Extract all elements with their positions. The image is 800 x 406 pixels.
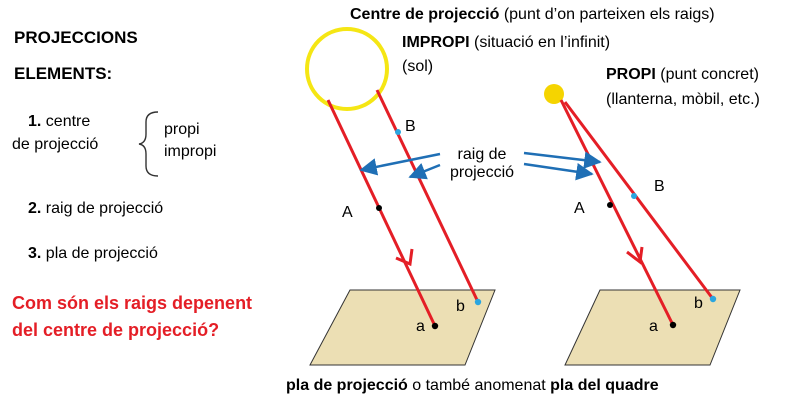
- bottom-caption: pla de projecció o també anomenat pla de…: [286, 377, 659, 395]
- item-3-number: 3.: [28, 245, 42, 262]
- item-1-text-line1: centre: [45, 113, 91, 130]
- item-1-number: 1.: [28, 113, 42, 130]
- plane-right: [564, 289, 741, 366]
- item-2-number: 2.: [28, 200, 42, 217]
- option-impropi: impropi: [164, 143, 217, 160]
- letter-b-left: b: [456, 298, 465, 315]
- item-2-text: raig de projecció: [45, 200, 164, 217]
- proper-label-bold: PROPI: [606, 66, 656, 83]
- item-3: 3. pla de projecció: [28, 245, 158, 263]
- lamp-icon: [544, 84, 564, 104]
- panel-title: PROJECCIONS: [14, 28, 138, 47]
- point-B-left: [395, 129, 401, 135]
- bottom-caption-bold2: pla del quadre: [550, 377, 659, 394]
- arrow-to-ray-1: [359, 152, 441, 176]
- proper-example: (llanterna, mòbil, etc.): [606, 91, 760, 108]
- brace-icon: [138, 111, 159, 177]
- question-line1: Com són els raigs depenent: [12, 293, 253, 313]
- ray-left-b: [375, 89, 480, 303]
- question-line2: del centre de projecció?: [12, 320, 220, 340]
- question-text: Com són els raigs depenent del centre de…: [12, 290, 302, 344]
- point-A-right: [607, 202, 613, 208]
- top-label-bold: Centre de projecció: [350, 6, 500, 23]
- letter-B-right: B: [654, 178, 665, 195]
- point-a-left: [431, 322, 439, 330]
- letter-A-left: A: [342, 204, 353, 221]
- ray-right-a: [559, 99, 675, 326]
- top-label: Centre de projecció (punt d’on parteixen…: [350, 6, 715, 24]
- item-1: 1. centre: [28, 113, 90, 131]
- improper-label-rest: (situació en l’infinit): [474, 34, 611, 51]
- letter-B-left: B: [405, 118, 416, 135]
- bottom-caption-bold1: pla de projecció: [286, 377, 408, 394]
- point-b-right: [709, 295, 717, 303]
- proper-label: PROPI (punt concret): [606, 66, 759, 84]
- letter-a-left: a: [416, 318, 425, 335]
- ray-label: raig de projecció: [442, 146, 522, 182]
- letter-a-right: a: [649, 318, 658, 335]
- letter-b-right: b: [694, 295, 703, 312]
- improper-example: (sol): [402, 58, 434, 75]
- improper-label: IMPROPI (situació en l’infinit): [402, 34, 610, 52]
- point-B-right: [631, 193, 637, 199]
- arrow-to-ray-2: [408, 163, 441, 180]
- bottom-caption-middle: o també anomenat: [412, 377, 546, 394]
- improper-label-bold: IMPROPI: [402, 34, 470, 51]
- point-b-left: [474, 298, 482, 306]
- ray-label-line2: projecció: [449, 164, 515, 181]
- sun-ring-icon: [305, 27, 389, 111]
- plane-left: [309, 289, 496, 366]
- panel-subtitle: ELEMENTS:: [14, 64, 113, 83]
- arrow-to-ray-3: [523, 151, 602, 169]
- letter-A-right: A: [574, 200, 585, 217]
- ray-arrow-left-icon: [395, 248, 414, 267]
- item-3-text: pla de projecció: [45, 245, 158, 262]
- proper-label-rest: (punt concret): [660, 66, 759, 83]
- top-label-rest: (punt d’on parteixen els raigs): [503, 6, 715, 23]
- item-2: 2. raig de projecció: [28, 200, 163, 218]
- point-A-left: [376, 205, 382, 211]
- point-a-right: [669, 321, 677, 329]
- option-propi: propi: [164, 121, 200, 138]
- ray-label-line1: raig de: [457, 146, 507, 163]
- ray-right-b: [563, 101, 715, 300]
- arrow-to-ray-4: [523, 162, 594, 181]
- ray-arrow-right-icon: [626, 246, 644, 265]
- ray-left-a: [326, 99, 437, 327]
- item-1-text-line2: de projecció: [12, 136, 99, 153]
